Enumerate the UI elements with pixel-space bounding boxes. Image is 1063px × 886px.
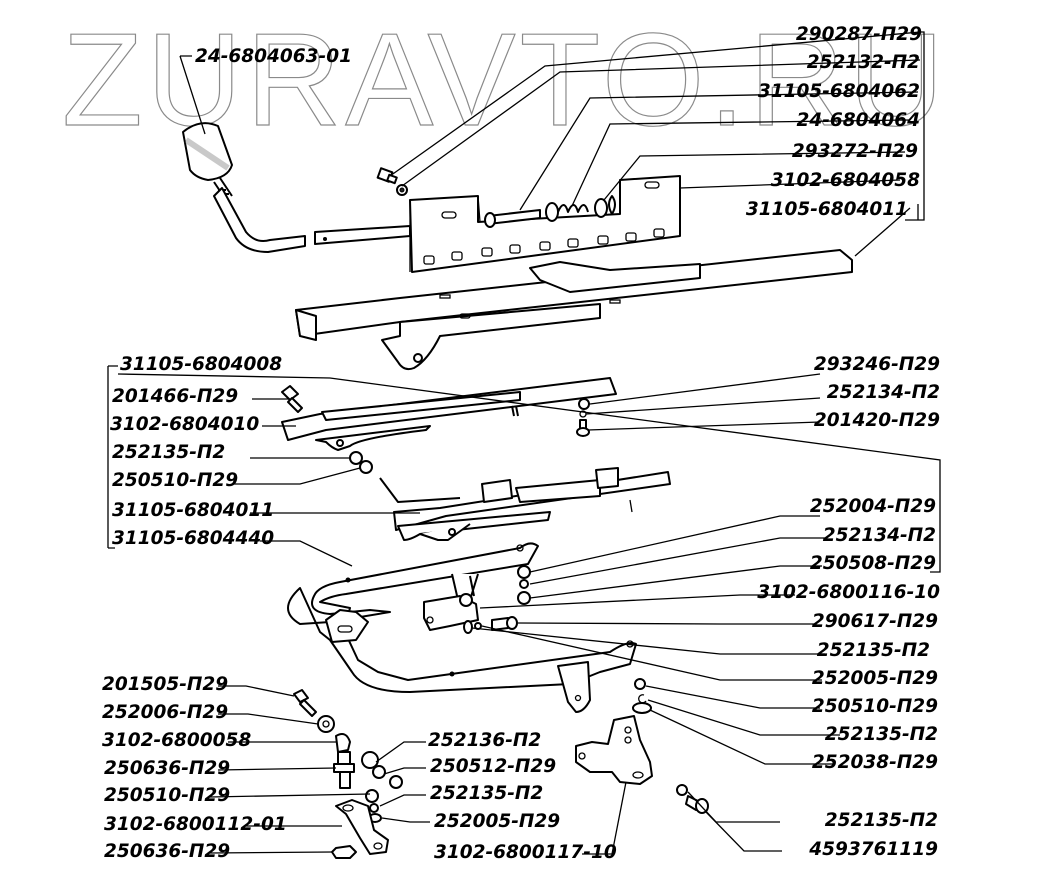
label-washer-br: 252135-П2 (825, 810, 938, 831)
mid-left-nut-part (359, 460, 373, 474)
label-washer-top: 252132-П2 (807, 52, 920, 73)
washer-c-part (517, 565, 531, 579)
label-washer-bl: 252006-П29 (102, 702, 228, 723)
bolt-c-part (491, 616, 518, 631)
mid-left-bolt-part (281, 385, 303, 413)
label-nut-e: 250510-П29 (812, 696, 938, 717)
bolt-b-part (576, 419, 590, 437)
label-nut-c: 250508-П29 (810, 553, 936, 574)
top-bolt-part (376, 167, 398, 185)
label-upper-slide-left: 31105-6804011 (112, 500, 274, 521)
nut-bc2-part (389, 775, 403, 789)
bolt-bl-part (293, 689, 317, 717)
mid-left-washer-part (349, 451, 363, 465)
nut-bl3-part (331, 845, 357, 859)
label-bracket-center: 3102-6800116-10 (757, 582, 940, 603)
rail-left-part (281, 377, 617, 451)
label-bracket-bc: 3102-6800117-10 (434, 842, 617, 863)
label-bolt-bl: 201505-П29 (102, 674, 228, 695)
nut-bc-part (372, 765, 386, 779)
label-seat-frame: 31105-6804440 (112, 528, 274, 549)
label-bolt-top: 290287-П29 (796, 24, 922, 45)
label-slide-assembly: 31105-6804008 (120, 354, 282, 375)
spring-part (545, 202, 589, 222)
label-rod: 31105-6804062 (758, 81, 920, 102)
washer-g-part (638, 694, 647, 704)
label-eye-bolt: 3102-6800058 (102, 730, 251, 751)
label-washer-b: 252134-П2 (827, 382, 940, 403)
bracket-bc-part (575, 715, 653, 785)
label-washer-c: 252004-П29 (810, 496, 936, 517)
label-bracket-bl: 3102-6800112-01 (104, 814, 287, 835)
nut-e-part (634, 678, 646, 690)
label-knob-lever: 24-6804063-01 (195, 46, 352, 67)
washer-bl-part (317, 715, 335, 733)
label-washer-bc2: 252135-П2 (430, 783, 543, 804)
label-washer-a: 293246-П29 (814, 354, 940, 375)
nut-c-part (517, 591, 531, 605)
center-bracket-part (423, 573, 479, 631)
label-nut-bl1: 250636-П29 (104, 758, 230, 779)
washer-a-part (578, 398, 590, 410)
label-lock-plate: 3102-6804058 (771, 170, 920, 191)
label-washer-h: 252038-П29 (812, 752, 938, 773)
washer-d-part (519, 579, 529, 589)
label-bolt-c: 290617-П29 (812, 611, 938, 632)
label-rail-left: 3102-6804010 (110, 414, 259, 435)
clip-part (608, 195, 616, 215)
label-washer-mid-left: 252135-П2 (112, 442, 225, 463)
leader-lines (107, 31, 941, 855)
label-washer-d: 252134-П2 (823, 525, 936, 546)
bracket-bl-part (335, 799, 389, 855)
label-bolt-mid-left: 201466-П29 (112, 386, 238, 407)
washer-h-part (632, 702, 652, 714)
label-upper-slide-right: 31105-6804011 (746, 199, 908, 220)
washer-e-part (463, 620, 473, 634)
label-washer-f: 252005-П29 (812, 668, 938, 689)
label-nut-bc: 250512-П29 (430, 756, 556, 777)
label-nut-bl2: 250510-П29 (104, 785, 230, 806)
label-washer-g: 252135-П2 (825, 724, 938, 745)
label-spring: 24-6804064 (796, 110, 920, 131)
washer-br-part (676, 784, 688, 796)
washer-bc1-part (361, 751, 379, 769)
label-bolt-b: 201420-П29 (814, 410, 940, 431)
label-nut-bl3: 250636-П29 (104, 841, 230, 862)
rod-part (484, 209, 541, 228)
upper-slide-left-part (379, 467, 671, 541)
washer-spring-part (594, 198, 608, 218)
seat-frame-part (287, 542, 637, 713)
label-washer-bc3: 252005-П29 (434, 811, 560, 832)
label-nut-mid-left: 250510-П29 (112, 470, 238, 491)
washer-bc2-part (369, 803, 379, 813)
label-washer-spring: 293272-П29 (792, 141, 918, 162)
eye-bolt-part (333, 733, 355, 789)
lock-plate-part (409, 175, 681, 273)
upper-slide-right-part (295, 249, 853, 371)
label-washer-e: 252135-П2 (817, 640, 930, 661)
label-bolt-br: 4593761119 (808, 839, 938, 860)
nut-bl2-part (365, 789, 379, 803)
label-washer-bc1: 252136-П2 (428, 730, 541, 751)
